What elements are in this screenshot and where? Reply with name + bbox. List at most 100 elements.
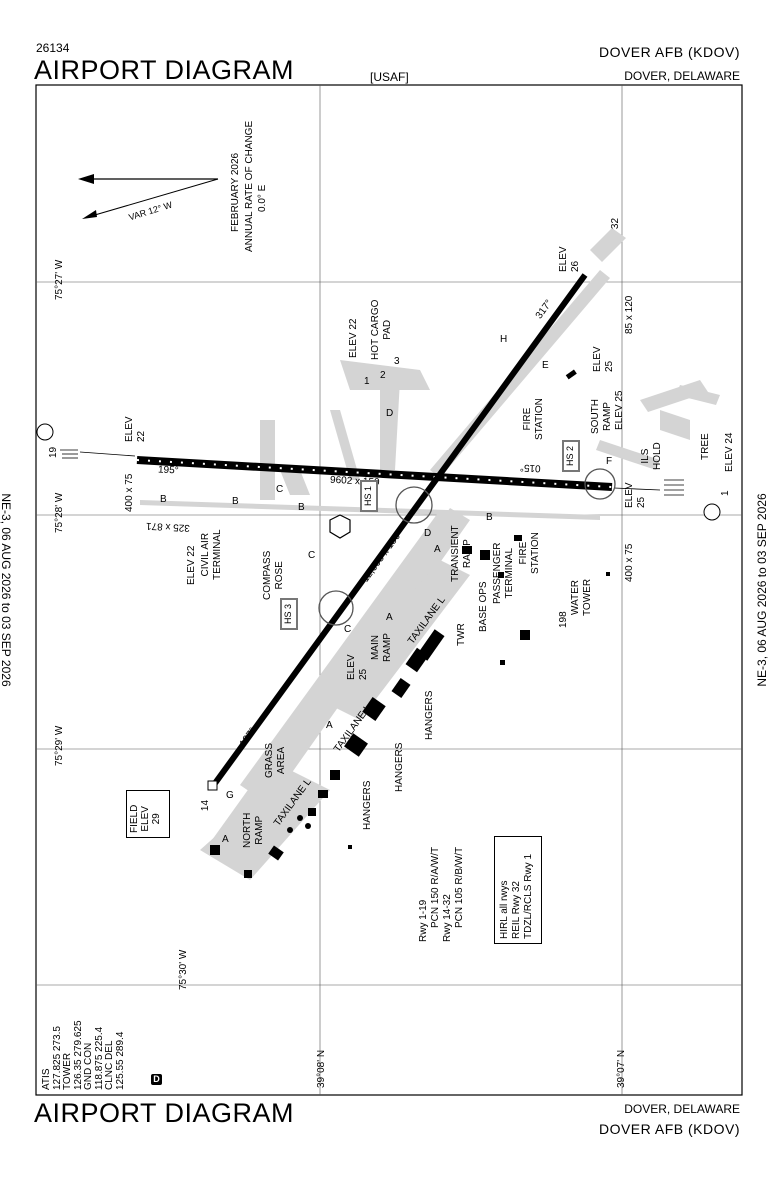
taxiway-d-2: D xyxy=(424,528,432,539)
authority-label: [USAF] xyxy=(370,70,409,84)
approach-markers xyxy=(36,423,721,521)
lon-30: 75°30' W xyxy=(178,949,189,990)
tree-elev-label: ELEV 24 xyxy=(724,432,735,472)
pcn-rwy-14-32: PCN 105 R/B/W/T xyxy=(454,846,465,928)
elev-19: ELEV 22 xyxy=(124,416,147,442)
comms-block: ATIS 127.825 273.5 TOWER 126.35 279.625 … xyxy=(41,1020,126,1090)
rwy-32-end: 32 xyxy=(610,217,622,230)
hotspot-3[interactable]: HS 3 xyxy=(280,598,298,630)
mag-rate-value: 0.0° E xyxy=(257,184,268,212)
hangers-label-2: HANGERS xyxy=(394,742,405,792)
civil-air-terminal-label: CIVIL AIR TERMINAL xyxy=(200,529,223,580)
tree-label: TREE xyxy=(700,433,711,460)
approach-lights xyxy=(60,449,684,496)
compass-rose-label: COMPASS ROSE xyxy=(262,550,285,600)
taxiway-3: 3 xyxy=(394,356,400,367)
runway-14-32 xyxy=(207,273,588,791)
elev-civil: ELEV 22 xyxy=(186,545,197,585)
stopway-32: 85 x 120 xyxy=(624,295,635,334)
pcn-rwy-14-32-label: Rwy 14-32 xyxy=(442,894,453,942)
taxiway-a-2: A xyxy=(386,612,393,623)
chart-frame xyxy=(35,84,743,1096)
comm-gnd: GND CON xyxy=(83,1042,94,1090)
field-elev-label: FIELD xyxy=(129,804,140,833)
lighting-tdzl: TDZL/RCLS Rwy 1 xyxy=(523,853,534,939)
taxiway-c-3: C xyxy=(344,624,352,635)
field-elev-label-2: ELEV xyxy=(140,806,151,832)
compass-rose-icon xyxy=(329,514,351,539)
rwy-1-heading: 015° xyxy=(519,461,541,474)
hotspot-1[interactable]: HS 1 xyxy=(360,480,378,512)
footer-airport-name: DOVER AFB (KDOV) xyxy=(598,1121,740,1137)
footer-location: DOVER, DELAWARE xyxy=(624,1102,740,1116)
airport-name: DOVER AFB (KDOV) xyxy=(598,44,740,60)
twr-label: TWR xyxy=(456,623,467,646)
mag-rate-title: ANNUAL RATE OF CHANGE xyxy=(244,120,255,252)
comm-clnc-freq: 125.55 289.4 xyxy=(114,1031,126,1090)
pcn-rwy-1-19-label: Rwy 1-19 xyxy=(418,899,429,942)
lon-29: 75°29' W xyxy=(54,725,65,766)
footer-title: AIRPORT DIAGRAM xyxy=(34,1098,295,1128)
stopway-19: 400 x 75 xyxy=(124,473,135,512)
chart-number: 26134 xyxy=(36,41,70,55)
taxiway-e: E xyxy=(542,360,549,371)
lon-28: 75°28' W xyxy=(54,492,65,533)
south-ramp-label: SOUTH RAMP xyxy=(590,399,613,434)
taxiway-1: 1 xyxy=(364,376,370,387)
rwy-19-end: 19 xyxy=(48,446,59,458)
lat-lon-grid xyxy=(36,85,742,1095)
buildings xyxy=(210,369,610,878)
rwy-1-end: 1 xyxy=(720,490,731,496)
rwy-14-end: 14 xyxy=(200,799,212,812)
passenger-terminal-label: PASSENGER TERMINAL xyxy=(492,542,515,605)
hot-cargo-pad-label: HOT CARGO PAD xyxy=(370,299,393,360)
airport-location: DOVER, DELAWARE xyxy=(624,69,740,83)
magnetic-variation-icon xyxy=(78,174,219,219)
comm-atis: ATIS xyxy=(41,1068,52,1090)
hangers-label-3: HANGERS xyxy=(362,780,373,830)
comm-clnc: CLNC DEL xyxy=(104,1040,115,1090)
taxiway-f: F xyxy=(606,456,613,467)
elev-main: ELEV 25 xyxy=(346,654,369,680)
dvfr-badge: D xyxy=(151,1074,162,1085)
lighting-reil: REIL Rwy 32 xyxy=(511,881,522,939)
taxiway-2: 2 xyxy=(380,370,386,381)
fire-station-1-label: FIRE STATION xyxy=(522,398,545,440)
runway-1-19 xyxy=(136,456,613,491)
taxiway-a-4: A xyxy=(222,834,229,845)
stopway-a: 325 x 871 xyxy=(145,519,191,534)
elev-cargo: ELEV 22 xyxy=(348,318,359,358)
elev-1: ELEV 25 xyxy=(624,482,647,508)
mag-date: FEBRUARY 2026 xyxy=(230,152,241,232)
comm-tower: TOWER xyxy=(62,1052,73,1090)
taxiway-b-2: B xyxy=(232,496,239,507)
lighting-box: HIRL all rwys REIL Rwy 32 TDZL/RCLS Rwy … xyxy=(494,836,542,944)
transient-ramp-label: TRANSIENT RAMP xyxy=(450,525,473,582)
pcn-rwy-1-19: PCN 150 R/A/W/T xyxy=(430,846,441,928)
north-ramp-label: NORTH RAMP xyxy=(242,812,265,848)
pcn-notes: Rwy 1-19 PCN 150 R/A/W/T Rwy 14-32 PCN 1… xyxy=(418,847,466,942)
field-elev-value: 29 xyxy=(151,813,162,825)
hangers-label-1: HANGERS xyxy=(424,690,435,740)
taxiway-h: H xyxy=(500,334,508,345)
taxiway-d-1: D xyxy=(386,408,394,419)
elev-32: ELEV 26 xyxy=(558,246,581,272)
taxiway-a-3: A xyxy=(434,544,441,555)
stopway-1: 400 x 75 xyxy=(624,543,635,582)
hotspot-2[interactable]: HS 2 xyxy=(562,440,580,472)
taxiway-g: G xyxy=(226,790,234,801)
water-tower-label: WATER TOWER xyxy=(570,578,593,616)
taxiway-b-1: B xyxy=(160,494,167,505)
lat-08: 39°08' N xyxy=(316,1049,327,1088)
lat-07: 39°07' N xyxy=(616,1049,627,1088)
hotspot-circles xyxy=(318,468,616,626)
taxiway-c-2: C xyxy=(308,550,316,561)
grass-area-label: GRASS AREA xyxy=(264,742,287,778)
lon-27: 75°27' W xyxy=(54,259,65,300)
field-elev-box: FIELD ELEV 29 xyxy=(126,790,170,838)
ils-hold-label: ILS HOLD xyxy=(640,442,663,470)
taxiway-b-4: B xyxy=(486,512,493,523)
base-ops-label: BASE OPS xyxy=(478,581,489,632)
taxiway-a-1: A xyxy=(326,720,333,731)
